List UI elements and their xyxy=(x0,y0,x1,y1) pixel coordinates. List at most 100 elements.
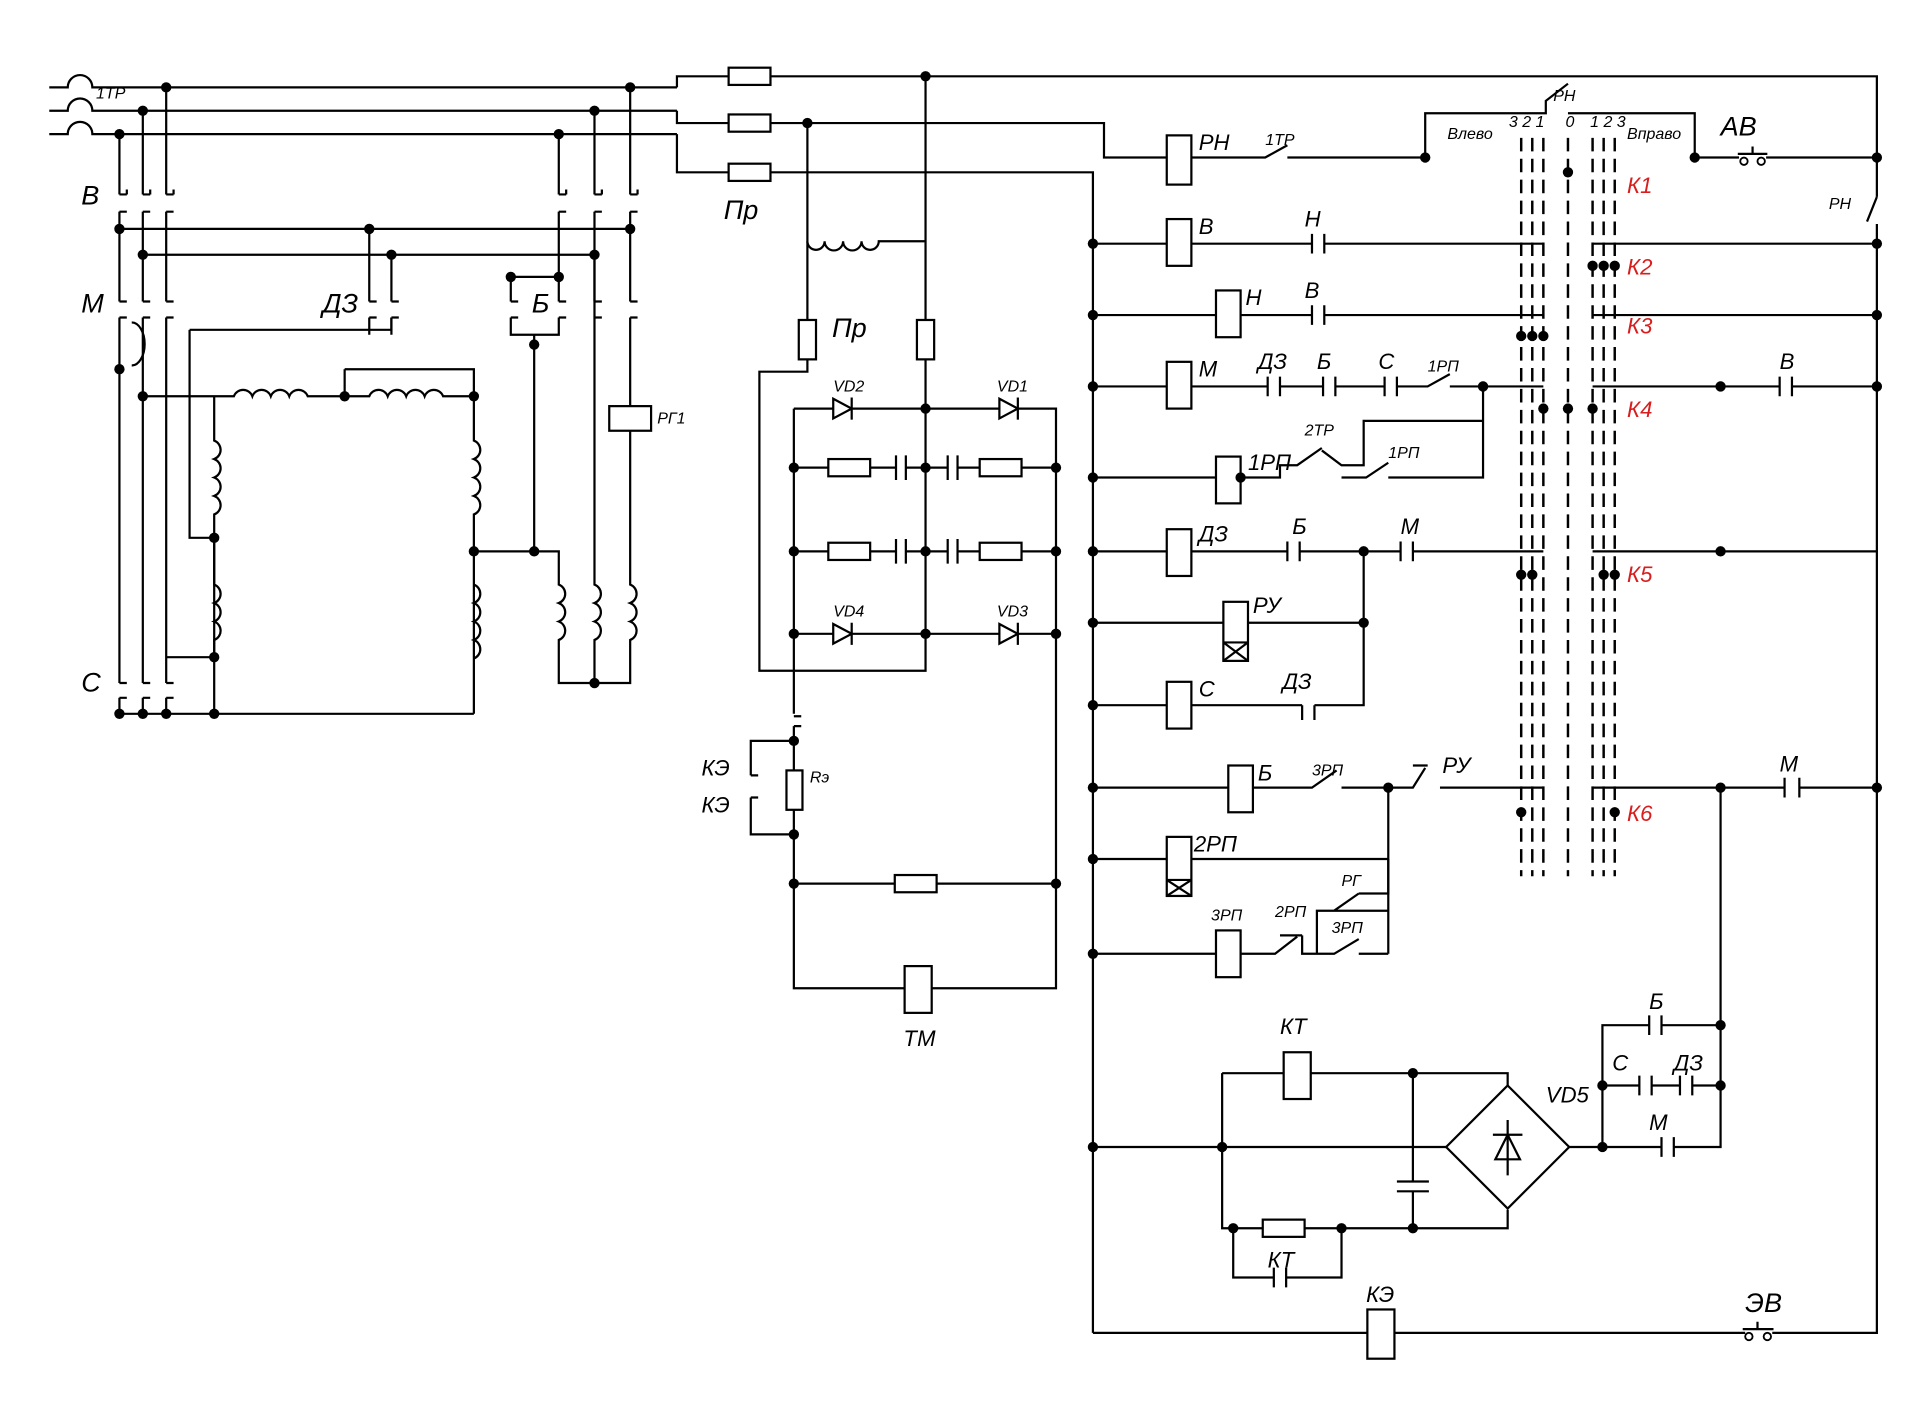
label-right-v: В xyxy=(1780,349,1795,374)
label-k5: К5 xyxy=(1627,562,1653,587)
label-contact-1rp-b: 1РП xyxy=(1388,445,1420,462)
label-k2: К2 xyxy=(1627,254,1652,279)
contactor-row-v xyxy=(119,189,639,213)
coil-1rp xyxy=(1214,455,1242,505)
coil-m xyxy=(1165,360,1193,410)
resistor-re xyxy=(785,769,804,811)
label-contact-ru: РУ xyxy=(1442,753,1472,778)
label-coil-1rp: 1РП xyxy=(1248,450,1292,475)
label-contact-2tr: 2ТР xyxy=(1304,423,1335,440)
label-contact-1rp: 1РП xyxy=(1428,359,1460,376)
label-pr-mid: Пр xyxy=(832,312,867,343)
rectifier-vd5 xyxy=(1444,1083,1571,1211)
motor-windings xyxy=(142,254,638,714)
label-vpravo: Вправо xyxy=(1627,126,1681,143)
label-bridge-s: С xyxy=(1612,1051,1629,1076)
label-contact-s: С xyxy=(1378,349,1395,374)
label-contactor-dz: ДЗ xyxy=(319,288,358,319)
relay-rg1-coil xyxy=(608,405,653,432)
label-bridge-m: М xyxy=(1649,1110,1668,1135)
coil-3rp xyxy=(1214,929,1242,979)
fuse-pr-left xyxy=(797,318,818,361)
controller-contacts xyxy=(1519,137,1616,877)
label-k3: К3 xyxy=(1627,314,1653,339)
label-coil-kt: КТ xyxy=(1280,1014,1308,1039)
fuse-pr-right xyxy=(915,318,936,361)
coil-v xyxy=(1165,217,1193,267)
label-coil-rn: РН xyxy=(1199,130,1231,155)
label-k1: К1 xyxy=(1627,173,1652,198)
fuse-pr-2 xyxy=(727,113,772,133)
resistor-kt xyxy=(1261,1218,1306,1238)
rectifier-junctions xyxy=(788,71,1062,889)
coil-n xyxy=(1214,289,1242,339)
contactor-row-s xyxy=(119,681,174,699)
label-coil-b: Б xyxy=(1258,760,1272,785)
resistor-snubber-2 xyxy=(978,457,1023,478)
label-contact-3rp: 3РП xyxy=(1312,762,1344,779)
label-pr-top: Пр xyxy=(724,194,759,225)
label-contact-n: Н xyxy=(1305,206,1322,231)
label-coil-2rp: 2РП xyxy=(1193,832,1238,857)
label-tm: ТМ xyxy=(903,1026,936,1051)
label-contact-dz2: ДЗ xyxy=(1279,669,1312,694)
diode-vd1 xyxy=(998,396,1021,421)
label-vd5: VD5 xyxy=(1546,1083,1590,1108)
label-contactor-s: С xyxy=(81,667,101,698)
label-contact-b: Б xyxy=(1317,349,1331,374)
label-contact-kt: КТ xyxy=(1268,1248,1296,1273)
label-coil-n: Н xyxy=(1246,285,1263,310)
label-contactor-m: М xyxy=(81,288,104,319)
label-position-zero: 0 xyxy=(1566,114,1575,131)
label-rn-right: РН xyxy=(1829,196,1852,213)
button-ev[interactable] xyxy=(1742,1321,1774,1342)
label-contact-dz: ДЗ xyxy=(1255,349,1288,374)
label-contact-v: В xyxy=(1305,278,1320,303)
label-contact-rg: РГ xyxy=(1342,873,1363,890)
fuse-pr-1 xyxy=(727,66,772,87)
label-rg1: РГ1 xyxy=(657,410,685,427)
resistor-snubber-3 xyxy=(827,541,872,562)
resistor-snubber-1 xyxy=(827,457,872,478)
button-av[interactable] xyxy=(1737,146,1768,166)
coil-s xyxy=(1165,680,1193,730)
label-re: Rэ xyxy=(810,770,830,787)
coil-tm xyxy=(903,964,933,1014)
coil-kt xyxy=(1282,1051,1312,1101)
power-section: 1ТР В М С ДЗ Б РГ1 xyxy=(49,73,685,719)
label-coil-3rp: 3РП xyxy=(1211,908,1243,925)
label-ke-1: КЭ xyxy=(702,755,730,780)
label-1tr-ct: 1ТР xyxy=(96,85,126,102)
label-k6: К6 xyxy=(1627,801,1653,826)
label-contact-m2: М xyxy=(1401,514,1420,539)
label-rn-switch: РН xyxy=(1553,88,1576,105)
label-coil-ke: КЭ xyxy=(1366,1282,1394,1307)
coil-2rp xyxy=(1165,835,1193,898)
resistor-snubber-4 xyxy=(978,541,1023,562)
label-positions-right: 1 2 3 xyxy=(1590,114,1626,131)
label-vd2: VD2 xyxy=(833,378,864,395)
label-k4: К4 xyxy=(1627,397,1652,422)
label-coil-dz: ДЗ xyxy=(1196,522,1229,547)
label-ev: ЭВ xyxy=(1745,1287,1782,1318)
label-right-m: М xyxy=(1780,752,1799,777)
contactor-row-m xyxy=(119,300,638,319)
fuse-pr-3 xyxy=(727,162,772,183)
label-vd1: VD1 xyxy=(997,378,1028,395)
coil-dz xyxy=(1165,528,1193,578)
control-junctions xyxy=(1087,152,1883,1234)
power-junctions xyxy=(114,82,636,719)
label-vd4: VD4 xyxy=(833,604,864,621)
coil-b xyxy=(1227,764,1255,814)
label-coil-m: М xyxy=(1199,357,1218,382)
label-contactor-b: Б xyxy=(532,288,550,319)
label-coil-v: В xyxy=(1199,214,1214,239)
diode-vd4 xyxy=(832,622,855,646)
label-contact-3rp-b: 3РП xyxy=(1332,920,1364,937)
coil-rn xyxy=(1165,134,1193,186)
diode-vd2 xyxy=(832,396,855,421)
label-vd3: VD3 xyxy=(997,604,1028,621)
label-ke-2: КЭ xyxy=(702,792,730,817)
label-coil-s: С xyxy=(1199,677,1216,702)
